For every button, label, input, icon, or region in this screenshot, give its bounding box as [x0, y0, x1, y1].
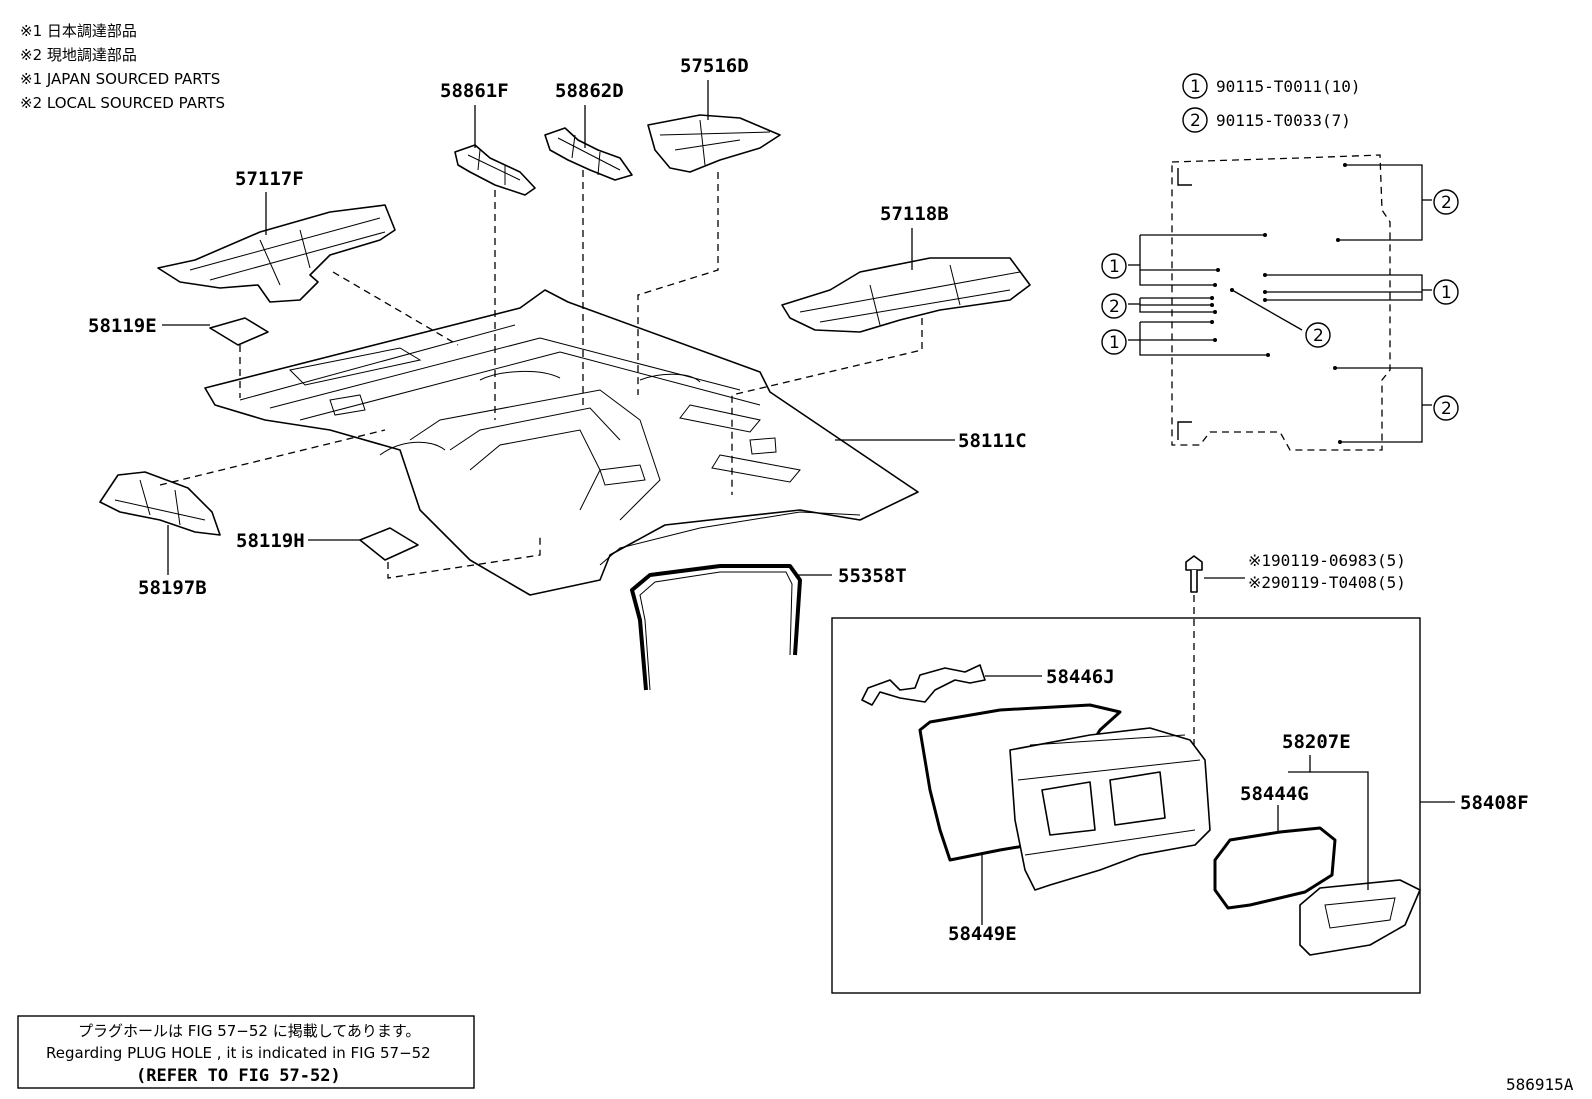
legend2-num: 2	[1190, 111, 1201, 131]
assembly-box	[831, 617, 1421, 994]
callout-right-mid: 1	[1441, 283, 1452, 303]
part-58862d-shape	[544, 127, 633, 181]
part-55358t-shape	[630, 564, 802, 691]
part-58444g-shape	[1213, 826, 1337, 910]
label-58119h: 58119H	[236, 530, 305, 552]
bolt-code-local: ※290119-T0408(5)	[1248, 573, 1406, 592]
part-58119e-shape	[209, 317, 269, 346]
bolt-icon	[1185, 555, 1203, 593]
plug-hole-note	[17, 1015, 475, 1089]
label-58197b: 58197B	[138, 577, 207, 599]
callout-left-top: 1	[1109, 257, 1120, 277]
label-57118b: 57118B	[880, 203, 949, 225]
label-55358t: 55358T	[838, 565, 907, 587]
part-57118b-shape	[781, 257, 1031, 333]
note-local-en: ※2 LOCAL SOURCED PARTS	[20, 94, 225, 112]
part-57117f-shape	[157, 204, 396, 303]
label-58449e: 58449E	[948, 923, 1017, 945]
note-japan-jp: ※1 日本調達部品	[20, 22, 137, 40]
note-line-refer: (REFER TO FIG 57-52)	[136, 1066, 341, 1086]
note-japan-en: ※1 JAPAN SOURCED PARTS	[20, 70, 220, 88]
part-57516d-shape	[647, 114, 781, 173]
part-58119h-shape	[359, 527, 419, 561]
part-58861f-shape	[454, 144, 536, 196]
callout-left-mid: 2	[1109, 297, 1120, 317]
callout-left-bottom: 1	[1109, 333, 1120, 353]
label-58408f: 58408F	[1460, 792, 1529, 814]
note-line-en: Regarding PLUG HOLE , it is indicated in…	[46, 1044, 431, 1062]
label-58862d: 58862D	[555, 80, 624, 102]
label-58446j: 58446J	[1046, 666, 1115, 688]
label-58207e: 58207E	[1282, 731, 1351, 753]
legend1-code: 90115-T0011(10)	[1216, 77, 1361, 96]
door-panel	[1009, 727, 1211, 891]
callout-right-bottom: 2	[1441, 399, 1452, 419]
note-line-jp: プラグホールは FIG 57−52 に掲載してあります。	[78, 1022, 420, 1040]
part-58197b-shape	[99, 471, 221, 536]
part-58207e-shape	[1299, 879, 1421, 956]
legend1-num: 1	[1190, 77, 1201, 97]
fastener-legend: 1 90115-T0011(10) 2 90115-T0033(7)	[1182, 73, 1361, 133]
part-58446j-shape	[861, 664, 986, 706]
label-58444g: 58444G	[1240, 783, 1309, 805]
label-58111c: 58111C	[958, 430, 1027, 452]
floor-pan	[204, 289, 919, 596]
callout-right-top: 2	[1441, 193, 1452, 213]
callout-center: 2	[1313, 326, 1324, 346]
bolt-code-japan: ※190119-06983(5)	[1248, 551, 1406, 570]
label-57117f: 57117F	[235, 168, 304, 190]
legend2-code: 90115-T0033(7)	[1216, 111, 1351, 130]
label-57516d: 57516D	[680, 55, 749, 77]
figure-id: 586915A	[1506, 1075, 1574, 1094]
label-58861f: 58861F	[440, 80, 509, 102]
fastener-layout: 2 1 2 1 2 1 2	[1101, 154, 1459, 451]
label-58119e: 58119E	[88, 315, 157, 337]
note-local-jp: ※2 現地調達部品	[20, 46, 137, 64]
